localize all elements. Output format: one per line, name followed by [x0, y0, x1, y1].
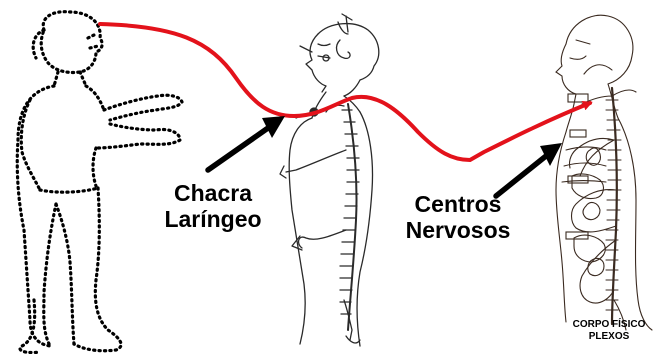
- chakra-pointer-arrow: [208, 116, 285, 170]
- body-caption-line2: PLEXOS: [556, 331, 659, 343]
- nervous-centers-label: Centros Nervosos: [390, 192, 526, 244]
- connector-curve: [100, 24, 590, 160]
- chakra-label-line2: Laríngeo: [148, 207, 278, 233]
- centers-label-line2: Nervosos: [390, 218, 526, 244]
- body-caption-line1: CORPO FÍSICO: [556, 319, 659, 331]
- nervous-system-icon: [556, 15, 652, 330]
- chakra-label-line1: Chacra: [148, 181, 278, 207]
- chakra-figure-icon: [280, 14, 379, 346]
- centers-pointer-arrow: [496, 143, 562, 196]
- chakra-laryngeal-label: Chacra Laríngeo: [148, 181, 278, 233]
- centers-label-line1: Centros: [390, 192, 526, 218]
- physical-body-caption: CORPO FÍSICO PLEXOS: [556, 319, 659, 342]
